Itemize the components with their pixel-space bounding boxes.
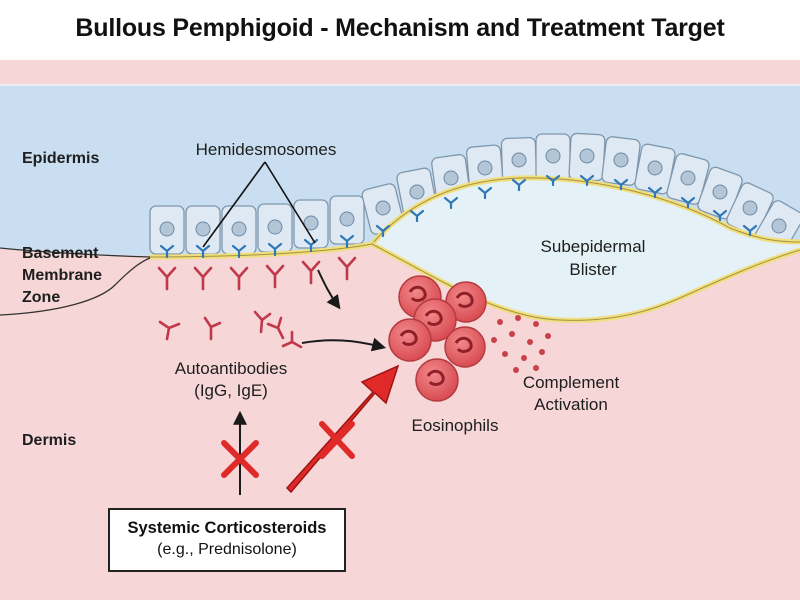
eosinophil-cell — [444, 326, 486, 368]
hemidesmosomes-pointers — [202, 161, 316, 248]
hemidesmosomes — [159, 174, 758, 259]
complement-dots — [491, 315, 551, 373]
dermis-label: Dermis — [22, 432, 76, 449]
eosinophils — [388, 275, 487, 402]
treatment-example: (e.g., Prednisolone) — [157, 541, 297, 558]
epidermis-label: Epidermis — [22, 150, 99, 167]
complement-label-line1: Complement — [523, 373, 620, 392]
treatment-name: Systemic Corticosteroids — [127, 519, 327, 537]
diagram-title: Bullous Pemphigoid - Mechanism and Treat… — [75, 14, 725, 42]
subepidermal-blister — [372, 177, 800, 321]
treatment-target-arrow — [285, 364, 400, 494]
antibody-recruit-arrow — [301, 337, 387, 352]
eosinophils-label: Eosinophils — [412, 416, 499, 435]
eosinophil-cell — [415, 358, 459, 402]
eosinophil-cell — [388, 318, 432, 362]
bmz-label-line3: Zone — [22, 289, 60, 306]
free-autoantibodies — [158, 310, 303, 349]
antibody-to-eosinophil-arrow — [317, 269, 341, 310]
treatment-box: Systemic Corticosteroids (e.g., Predniso… — [108, 508, 346, 572]
blister-label-line2: Blister — [569, 260, 617, 279]
bmz-label-line1: Basement — [22, 245, 99, 262]
hemidesmosomes-label: Hemidesmosomes — [196, 140, 337, 159]
bmz-outline — [0, 247, 151, 316]
bound-autoantibodies — [157, 256, 357, 291]
autoantibodies-label-line1: Autoantibodies — [175, 359, 287, 378]
bmz-label-line2: Membrane — [22, 267, 102, 284]
inhibit-x-icon — [319, 421, 355, 459]
eosinophil-cell — [445, 281, 487, 323]
inhibit-x-icon — [221, 440, 259, 478]
autoantibodies-label-line2: (IgG, IgE) — [194, 381, 268, 400]
blister-label-line1: Subepidermal — [541, 237, 646, 256]
complement-label-line2: Activation — [534, 395, 608, 414]
